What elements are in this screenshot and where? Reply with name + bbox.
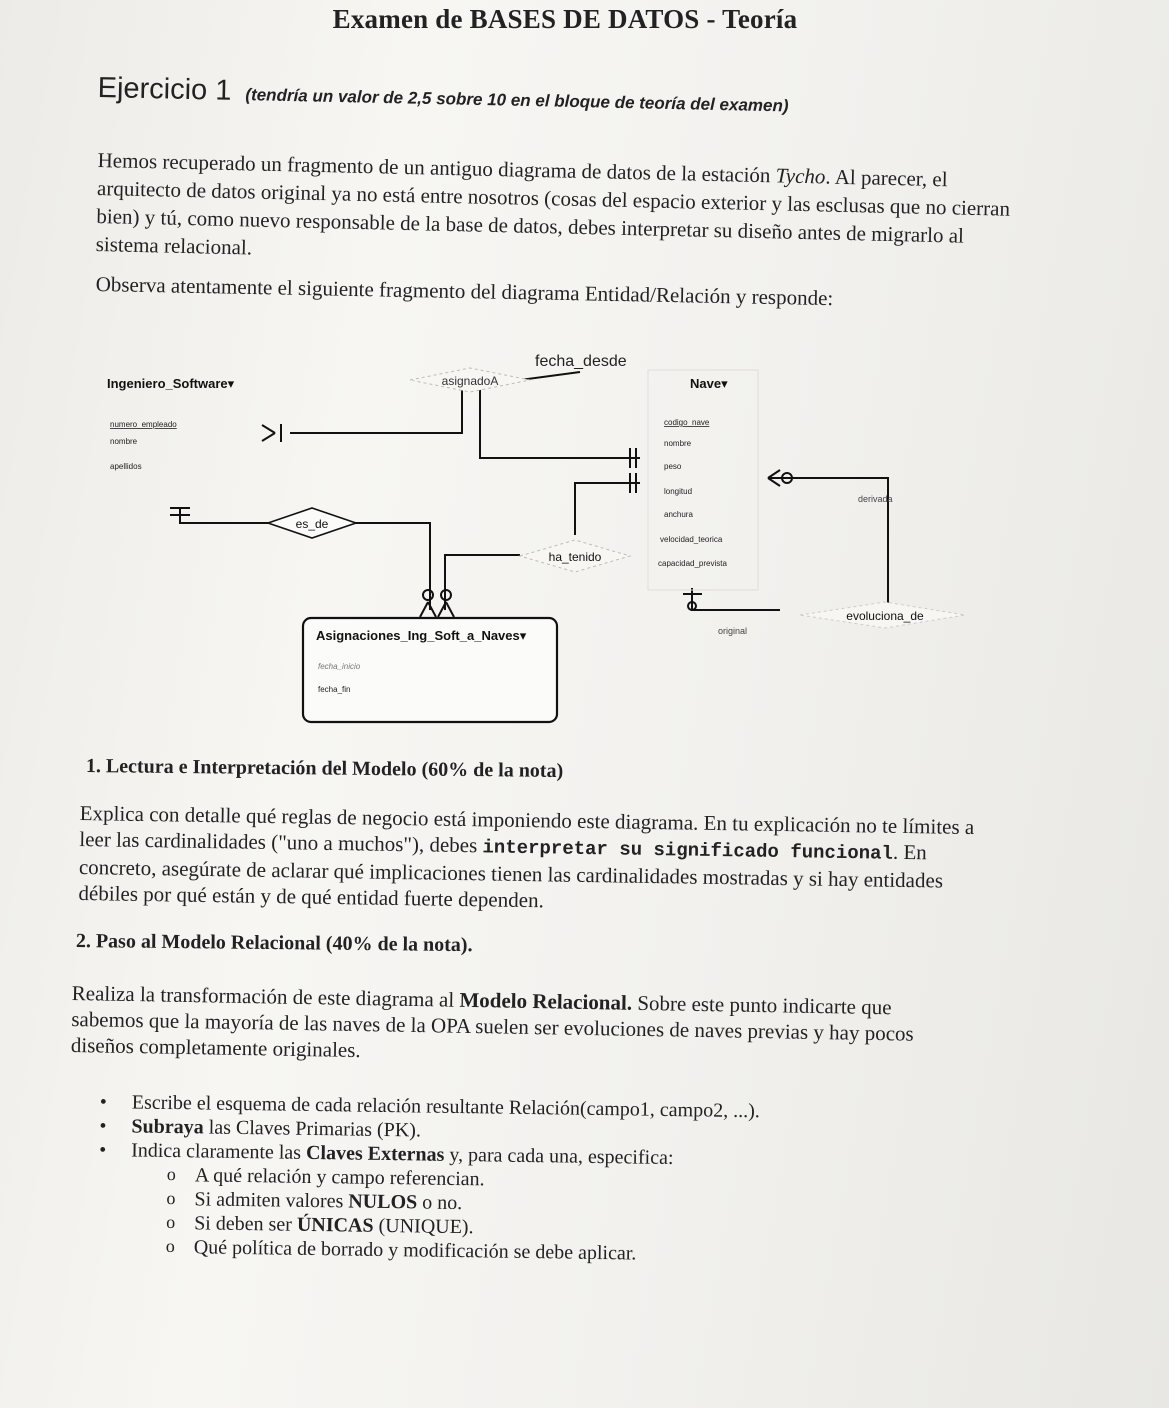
- role-original: original: [718, 626, 747, 636]
- er-diagram: asignadoA fecha_desde es_de ha_tenido ev…: [107, 353, 966, 724]
- svg-text:peso: peso: [664, 462, 682, 471]
- svg-text:velocidad_teorica: velocidad_teorica: [660, 535, 723, 544]
- svg-text:Asignaciones_Ing_Soft_a_Naves▾: Asignaciones_Ing_Soft_a_Naves▾: [316, 628, 527, 643]
- intro-paragraph: Hemos recuperado un fragmento de un anti…: [95, 146, 1032, 279]
- svg-text:numero_empleado: numero_empleado: [110, 420, 177, 429]
- rel-ha-tenido: ha_tenido: [518, 539, 632, 573]
- exercise-title: Ejercicio 1: [97, 72, 232, 107]
- svg-text:fecha_inicio: fecha_inicio: [318, 662, 361, 671]
- svg-text:fecha_fin: fecha_fin: [318, 685, 350, 694]
- entity-ingeniero-software: Ingeniero_Software▾ numero_empleado nomb…: [107, 376, 235, 471]
- rel-evoluciona-de: evoluciona_de: [799, 601, 966, 629]
- svg-text:longitud: longitud: [664, 487, 692, 496]
- exam-title: Examen de BASES DE DATOS - Teoría: [332, 4, 798, 34]
- entity-asignaciones: Asignaciones_Ing_Soft_a_Naves▾ fecha_ini…: [301, 616, 559, 724]
- svg-text:apellidos: apellidos: [110, 462, 142, 471]
- svg-text:anchura: anchura: [664, 510, 693, 519]
- attr-fecha-desde: fecha_desde: [535, 353, 627, 370]
- svg-text:codigo_nave: codigo_nave: [664, 418, 710, 427]
- rel-asignadoA: asignadoA: [409, 367, 531, 393]
- svg-text:evoluciona_de: evoluciona_de: [846, 609, 924, 623]
- section-1-text: Explica con detalle qué reglas de negoci…: [78, 800, 980, 920]
- svg-text:ha_tenido: ha_tenido: [549, 550, 602, 564]
- station-name: Tycho: [775, 163, 826, 189]
- svg-text:asignadoA: asignadoA: [442, 374, 499, 388]
- instruction-list: •Escribe el esquema de cada relación res…: [98, 1090, 760, 1267]
- svg-text:nombre: nombre: [110, 437, 138, 446]
- section-2-emphasis: Modelo Relacional.: [459, 987, 633, 1015]
- role-derivada: derivada: [858, 494, 893, 504]
- entity-nave: Nave▾ codigo_nave nombre peso longitud a…: [647, 369, 759, 591]
- svg-text:nombre: nombre: [664, 439, 692, 448]
- section-2-text: Realiza la transformación de este diagra…: [71, 980, 952, 1073]
- svg-text:es_de: es_de: [296, 517, 329, 531]
- svg-text:capacidad_prevista: capacidad_prevista: [658, 559, 727, 568]
- svg-text:Ingeniero_Software▾: Ingeniero_Software▾: [107, 376, 235, 391]
- rel-es-de: es_de: [265, 507, 359, 539]
- section-2-heading: 2. Paso al Modelo Relacional (40% de la …: [75, 930, 473, 957]
- svg-text:Nave▾: Nave▾: [690, 376, 728, 391]
- section-1-emphasis: interpretar su significado funcional: [482, 836, 894, 865]
